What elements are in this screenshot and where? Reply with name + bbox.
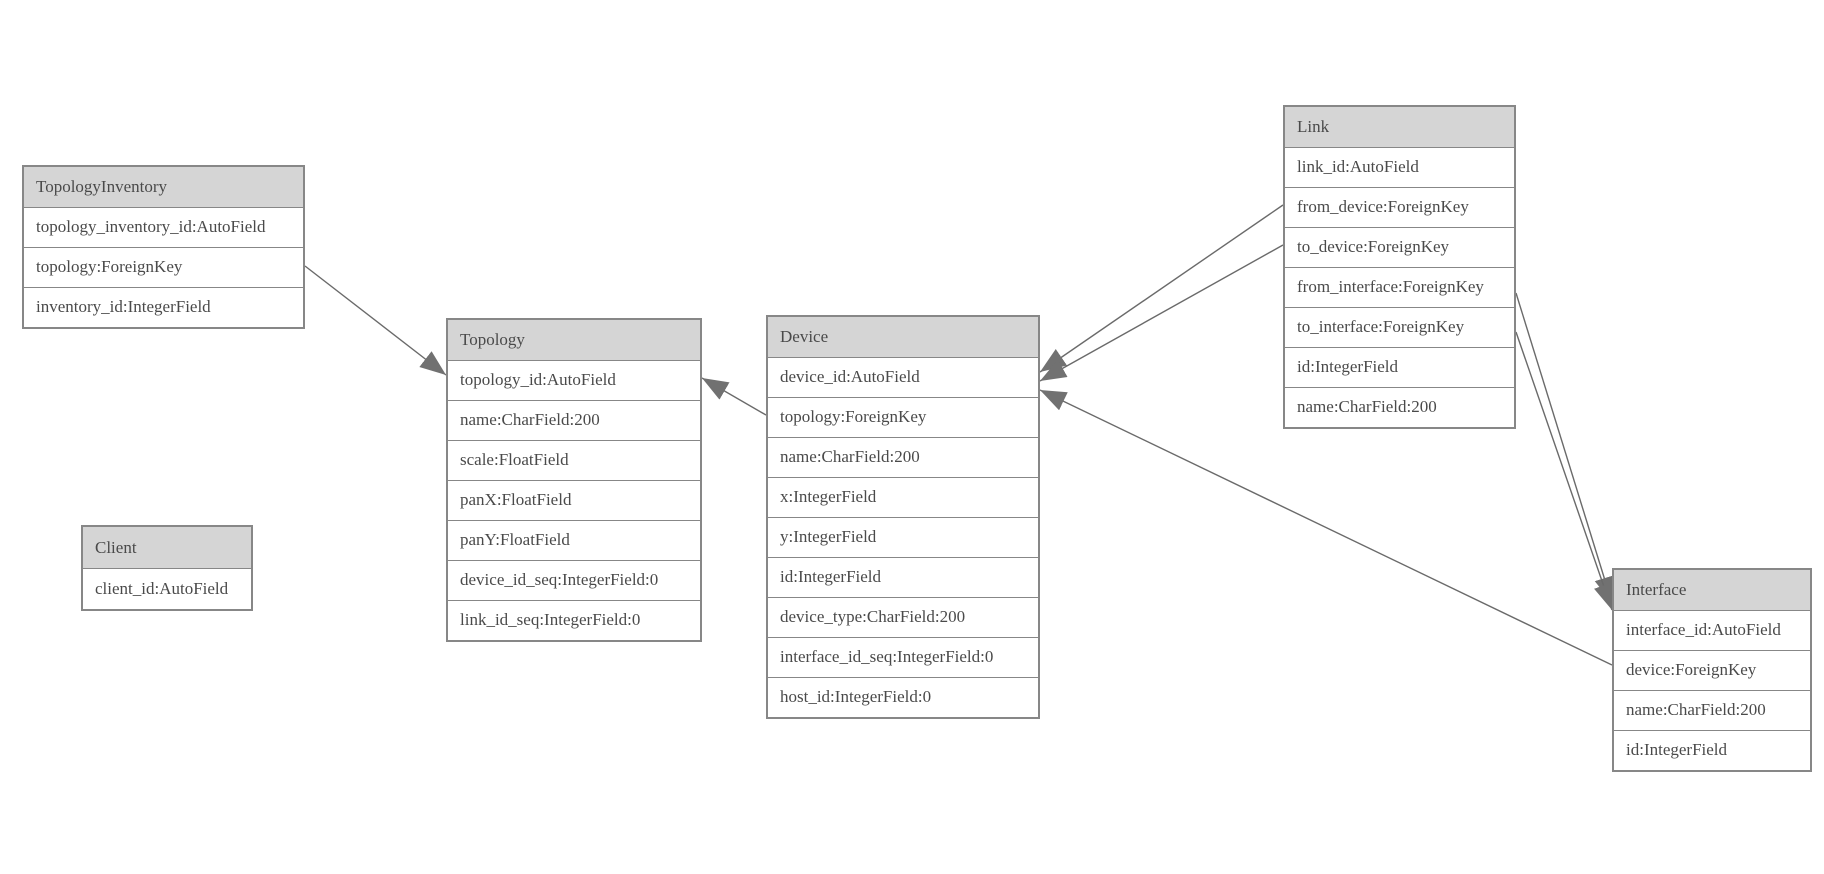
edge-device-topology — [701, 377, 767, 416]
edge-topologyinventory-topology — [304, 265, 447, 376]
field-row: x:IntegerField — [768, 477, 1038, 517]
table-title-interface: Interface — [1614, 570, 1810, 610]
edge-link-from-interface — [1515, 292, 1614, 604]
field-row: panY:FloatField — [448, 520, 700, 560]
table-title-topologyinventory: TopologyInventory — [24, 167, 303, 207]
field-row: device:ForeignKey — [1614, 650, 1810, 690]
field-row: from_device:ForeignKey — [1285, 187, 1514, 227]
field-row: interface_id_seq:IntegerField:0 — [768, 637, 1038, 677]
field-row: topology:ForeignKey — [24, 247, 303, 287]
field-row: client_id:AutoField — [83, 568, 251, 609]
field-row: host_id:IntegerField:0 — [768, 677, 1038, 717]
field-row: name:CharField:200 — [1285, 387, 1514, 427]
field-row: id:IntegerField — [1285, 347, 1514, 387]
table-title-topology: Topology — [448, 320, 700, 360]
field-row: scale:FloatField — [448, 440, 700, 480]
field-row: device_type:CharField:200 — [768, 597, 1038, 637]
field-row: topology:ForeignKey — [768, 397, 1038, 437]
edge-link-to-interface — [1515, 331, 1613, 611]
field-row: device_id_seq:IntegerField:0 — [448, 560, 700, 600]
field-row: link_id:AutoField — [1285, 147, 1514, 187]
field-row: link_id_seq:IntegerField:0 — [448, 600, 700, 640]
table-title-device: Device — [768, 317, 1038, 357]
field-row: name:CharField:200 — [1614, 690, 1810, 730]
table-title-client: Client — [83, 527, 251, 568]
field-row: topology_id:AutoField — [448, 360, 700, 400]
field-row: to_interface:ForeignKey — [1285, 307, 1514, 347]
field-row: from_interface:ForeignKey — [1285, 267, 1514, 307]
field-row: interface_id:AutoField — [1614, 610, 1810, 650]
field-row: to_device:ForeignKey — [1285, 227, 1514, 267]
field-row: y:IntegerField — [768, 517, 1038, 557]
field-row: name:CharField:200 — [768, 437, 1038, 477]
field-row: name:CharField:200 — [448, 400, 700, 440]
table-title-link: Link — [1285, 107, 1514, 147]
edge-link-to-device — [1039, 244, 1284, 382]
field-row: device_id:AutoField — [768, 357, 1038, 397]
edge-interface-device — [1039, 389, 1613, 666]
field-row: topology_inventory_id:AutoField — [24, 207, 303, 247]
field-row: id:IntegerField — [1614, 730, 1810, 770]
field-row: panX:FloatField — [448, 480, 700, 520]
edge-link-from-device — [1039, 204, 1284, 373]
field-row: inventory_id:IntegerField — [24, 287, 303, 327]
field-row: id:IntegerField — [768, 557, 1038, 597]
